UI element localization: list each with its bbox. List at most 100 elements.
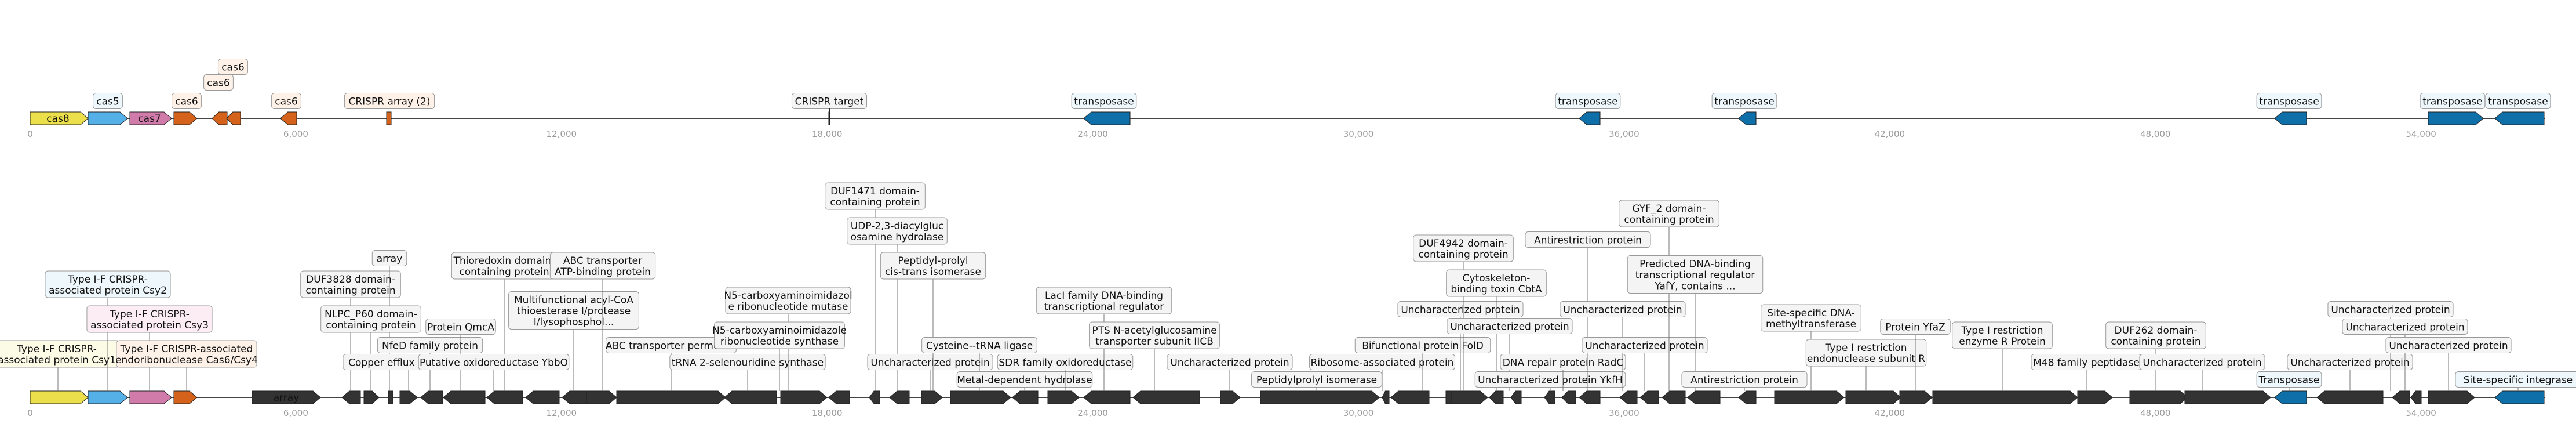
bottom-axis-tick-label: 12,000 — [546, 408, 577, 418]
top-axis-tick-label: 0 — [27, 129, 33, 139]
bottom-label-17-box — [714, 321, 845, 349]
bottom-label-5: array — [377, 254, 403, 265]
bottom-label-9-box — [425, 319, 496, 335]
bottom-gene-35 — [1544, 390, 1555, 404]
bottom-gene-48 — [2129, 390, 2188, 404]
bottom-axis-tick-label: 24,000 — [1077, 408, 1108, 418]
bottom-label-25-box — [1036, 287, 1172, 314]
bottom-axis-tick-label: 0 — [27, 408, 33, 418]
bottom-gene-47 — [2077, 390, 2113, 404]
bottom-label-14: ABC transporter permease — [606, 341, 737, 352]
top-label-13: transposase — [2422, 96, 2483, 108]
top-label-3-box — [172, 93, 202, 109]
bottom-label-50: Transposase — [2258, 375, 2320, 386]
top-label-11: transposase — [1714, 96, 1775, 108]
bottom-gene-20 — [889, 390, 910, 404]
top-label-12-box — [2256, 93, 2322, 109]
bottom-label-21-box — [880, 252, 986, 280]
bottom-label-20-box — [867, 354, 993, 370]
top-label-cas8: cas8 — [46, 113, 69, 125]
bottom-label-33: Cytoskeleton-binding toxin CbtA — [1451, 273, 1542, 295]
bottom-gene-5 — [341, 390, 361, 404]
bottom-label-12-box — [508, 291, 639, 330]
bottom-label-34: Uncharacterized protein — [1450, 321, 1569, 333]
top-axis-tick-label: 48,000 — [2140, 129, 2171, 139]
bottom-label-48-box — [2105, 321, 2206, 349]
bottom-gene-53 — [2410, 390, 2422, 404]
bottom-gene-26 — [1132, 390, 1200, 404]
bottom-label-44-box — [1805, 339, 1927, 367]
bottom-label-6-box — [320, 305, 421, 333]
bottom-label-20: Uncharacterized protein — [870, 357, 989, 369]
bottom-gene-6 — [363, 390, 380, 404]
bottom-label-54: Uncharacterized protein — [2389, 341, 2508, 352]
top-gene-10 — [1579, 111, 1601, 125]
bottom-gene-10 — [443, 390, 486, 404]
bottom-gene-38 — [1619, 390, 1638, 404]
bottom-label-19-box — [847, 217, 948, 245]
bottom-gene-33 — [1489, 390, 1504, 404]
bottom-gene-19 — [869, 390, 880, 404]
bottom-gene-15 — [616, 390, 726, 404]
bottom-label-45-box — [1880, 319, 1951, 335]
bottom-gene-18 — [828, 390, 850, 404]
top-label-4: cas6 — [207, 78, 229, 89]
bottom-label-50-box — [2256, 371, 2322, 388]
bottom-gene-46 — [1932, 390, 2078, 404]
bottom-label-23-box — [956, 371, 1093, 388]
top-gene-13 — [2428, 111, 2484, 125]
bottom-label-40-box — [1619, 200, 1719, 227]
top-label-7-box — [344, 93, 435, 109]
bottom-label-24: SDR family oxidoreductase — [999, 357, 1131, 369]
top-label-14: transposase — [2488, 96, 2548, 108]
bottom-label-55: Site-specific integrase — [2464, 375, 2573, 386]
bottom-label-24-box — [997, 354, 1134, 370]
bottom-axis-tick-label: 42,000 — [1875, 408, 1905, 418]
top-gene-2 — [129, 111, 172, 125]
top-label-3: cas6 — [175, 96, 198, 108]
bottom-gene-29 — [1382, 390, 1390, 404]
top-axis-tick-label: 18,000 — [812, 129, 843, 139]
bottom-label-54-box — [2385, 337, 2512, 353]
bottom-label-5-box — [371, 250, 407, 266]
bottom-gene-8 — [399, 390, 418, 404]
bottom-label-52-box — [2327, 301, 2454, 317]
bottom-label-30: Bifunctional protein FolD — [1362, 341, 1484, 352]
bottom-axis-tick-label: 6,000 — [283, 408, 308, 418]
bottom-label-55-box — [2455, 371, 2576, 388]
bottom-gene-32 — [1451, 390, 1488, 404]
top-label-6: cas6 — [275, 96, 297, 108]
bottom-gene-52 — [2392, 390, 2410, 404]
top-label-11-box — [1711, 93, 1777, 109]
bottom-label-43-box — [1761, 304, 1861, 332]
top-gene-14 — [2494, 111, 2545, 125]
bottom-label-29-box — [1309, 354, 1455, 370]
bottom-gene-36 — [1561, 390, 1576, 404]
bottom-label-38: Uncharacterized protein — [1563, 305, 1682, 316]
bottom-inline-array: array — [274, 392, 300, 404]
bottom-label-8: NfeD family protein — [382, 341, 478, 352]
top-label-9: transposase — [1074, 96, 1134, 108]
bottom-label-4: DUF3828 domain-containing protein — [305, 274, 395, 296]
bottom-gene-44 — [1845, 390, 1901, 404]
bottom-gene-49 — [2184, 390, 2271, 404]
bottom-label-51-box — [2287, 354, 2413, 370]
bottom-gene-3 — [173, 390, 198, 404]
bottom-gene-24 — [1047, 390, 1080, 404]
bottom-label-29: Ribosome-associated protein — [1311, 357, 1454, 369]
bottom-label-53: Uncharacterized protein — [2345, 322, 2464, 334]
bottom-label-35: Uncharacterized protein YkfH — [1478, 375, 1623, 386]
top-gene-7 — [386, 111, 392, 125]
top-gene-1 — [88, 111, 128, 125]
bottom-label-22-box — [921, 337, 1037, 353]
bottom-axis-tick-label: 36,000 — [1609, 408, 1639, 418]
bottom-label-37: Antirestriction protein — [1534, 235, 1642, 247]
bottom-label-43: Site-specific DNA-methyltransferase — [1766, 307, 1856, 330]
bottom-axis-tick-label: 48,000 — [2140, 408, 2171, 418]
